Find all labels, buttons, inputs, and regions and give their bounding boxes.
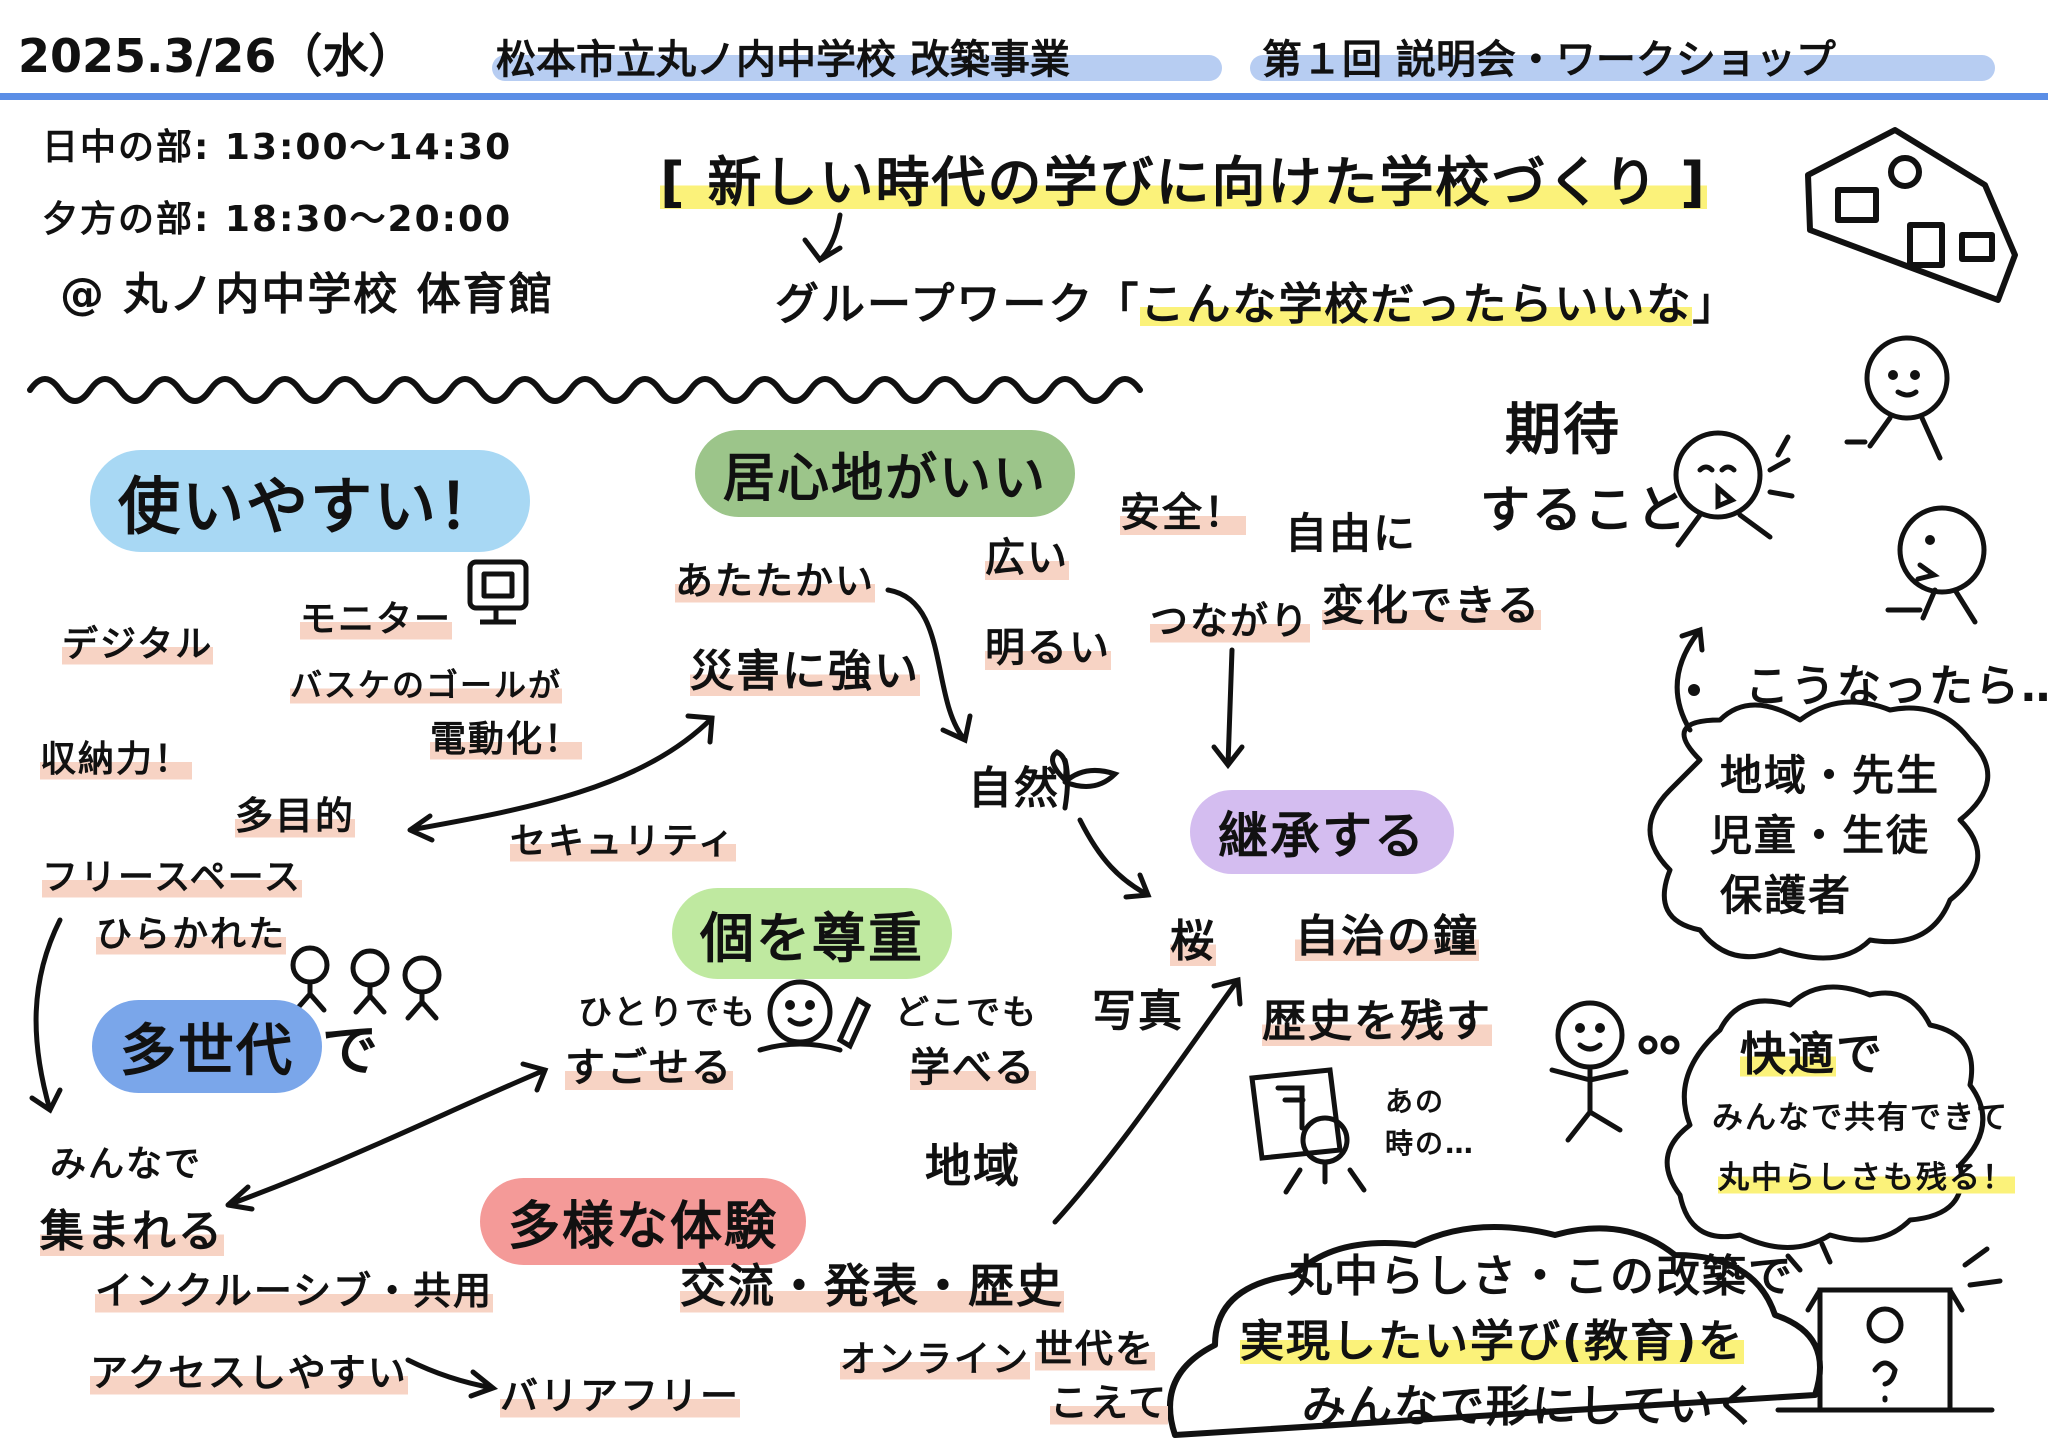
word-exchange: 交流・発表・歴史 [680, 1250, 1064, 1316]
word-barrierfree: バリアフリー [500, 1365, 741, 1420]
bullet-dot [1688, 684, 1700, 696]
sprout-icon [1050, 749, 1120, 811]
future-school-icon [1775, 1241, 2003, 1413]
bubble-inherit: 継承する [1190, 790, 1454, 874]
bubble-diverse-experience: 多様な体験 [480, 1178, 807, 1265]
header-rule [0, 93, 2048, 100]
freespace-arrow [29, 917, 63, 1114]
word-nature: 自然 [968, 763, 1060, 814]
word-accessible: アクセスしやすい [90, 1342, 408, 1397]
word-sakura: 桜 [1170, 905, 1216, 969]
people-line-1: 地域・先生 [1720, 751, 1941, 800]
multi-generation-group: 多世代で [92, 1000, 380, 1093]
word-free: 自由に [1285, 509, 1418, 558]
venue: @ 丸ノ内中学校 体育館 [60, 269, 555, 320]
word-connection: つながり [1150, 590, 1311, 645]
word-basket: バスケのゴールが [290, 660, 563, 706]
word-alone-1: ひとりでも [578, 993, 757, 1033]
word-bell: 自治の鐘 [1295, 900, 1479, 964]
word-safe: 安全！ [1120, 480, 1246, 538]
word-digital: デジタル [62, 615, 214, 667]
word-region: 地域 [925, 1139, 1021, 1193]
event-subtitle: 第１回 説明会・ワークショップ [1262, 37, 1836, 83]
word-multipurpose: 多目的 [235, 785, 356, 840]
word-gather: 集まれる [40, 1195, 224, 1259]
word-ano-toki: 時の… [1385, 1127, 1476, 1160]
group-work-suffix: 」 [1692, 279, 1739, 330]
word-photo: 写真 [1092, 986, 1184, 1037]
group-work-prefix: グループワーク「 [775, 279, 1141, 330]
word-anywhere-2: 学べる [910, 1035, 1036, 1093]
word-electric: 電動化！ [430, 710, 583, 762]
word-anywhere-1: どこでも [895, 993, 1038, 1033]
group-work: グループワーク「こんな学校だったらいいな」 [775, 268, 1738, 332]
conclusion-line-2: 実現したい学び(教育)を [1240, 1305, 1745, 1369]
bubble-multi-generation: 多世代 [92, 1000, 322, 1093]
word-beyond-2: こえて [1050, 1372, 1169, 1427]
word-history: 歴史を残す [1262, 985, 1492, 1049]
daytime-session: 日中の部: 13:00〜14:30 [42, 127, 513, 168]
people-cloud-arrow [1674, 626, 1705, 733]
expectation-people-icon [1673, 335, 1987, 625]
if-this-happens: こうなったら… [1745, 661, 2048, 712]
evening-session: 夕方の部: 18:30〜20:00 [42, 199, 513, 240]
word-open: ひらかれた [96, 905, 287, 957]
word-online: オンライン [840, 1330, 1031, 1382]
event-title: 松本市立丸ノ内中学校 改築事業 [496, 37, 1070, 83]
word-monitor: モニター [300, 590, 453, 642]
word-alone-2: すごせる [565, 1035, 733, 1093]
expectation-title-1: 期待 [1505, 398, 1621, 463]
main-theme-text: [ 新しい時代の学びに向けた学校づくり ] [660, 151, 1707, 214]
comfort-line-1: 快適で [1740, 1018, 1884, 1084]
conclusion-line-1: 丸中らしさ・この改築で [1288, 1251, 1794, 1302]
word-storage: 収納力！ [40, 730, 193, 782]
happy-person-icon [1549, 1000, 1680, 1143]
event-date: 2025.3/26（水） [18, 29, 415, 83]
bubble-respect-individual: 個を尊重 [672, 888, 952, 979]
group-work-topic: こんな学校だったらいいな [1140, 279, 1693, 330]
word-freespace: フリースペース [42, 848, 302, 900]
word-security: セキュリティ [510, 812, 736, 864]
bubble-comfortable: 居心地がいい [695, 430, 1076, 517]
multi-generation-suffix: で [322, 1019, 380, 1084]
people-line-3: 保護者 [1720, 871, 1853, 920]
old-photo-icon [1249, 1067, 1367, 1195]
word-inclusive: インクルーシブ・共用 [95, 1260, 494, 1315]
wavy-divider [27, 376, 1143, 404]
nature-arrow [1077, 817, 1152, 900]
people-line-2: 児童・生徒 [1710, 811, 1931, 860]
comfort-keyword: 快適 [1740, 1027, 1836, 1081]
word-changeable: 変化できる [1322, 572, 1542, 633]
connection-arrow [1211, 647, 1245, 770]
word-disaster: 災害に強い [690, 635, 920, 699]
comfort-line-3: 丸中らしさも残る！ [1718, 1152, 2015, 1197]
word-together: みんなで [50, 1144, 203, 1185]
theme-arrow [802, 212, 843, 264]
main-theme: [ 新しい時代の学びに向けた学校づくり ] [660, 138, 1707, 217]
bubble-easy-to-use: 使いやすい！ [90, 450, 531, 552]
expectation-title-2: すること [1480, 481, 1688, 539]
barrierfree-arrow [405, 1357, 499, 1399]
word-warm: あたたかい [675, 550, 876, 605]
conclusion-line-3: みんなで形にしていく [1302, 1381, 1761, 1432]
word-bright: 明るい [985, 615, 1111, 673]
word-wide: 広い [985, 525, 1069, 583]
monitor-icon [467, 559, 529, 625]
student-pencil-icon [757, 979, 872, 1053]
comfort-de: で [1836, 1027, 1884, 1081]
word-ano: あの [1385, 1085, 1446, 1118]
word-beyond-1: 世代を [1035, 1318, 1156, 1373]
comfort-line-2: みんなで共有できて [1712, 1100, 2009, 1136]
school-building-icon [1805, 127, 2018, 303]
